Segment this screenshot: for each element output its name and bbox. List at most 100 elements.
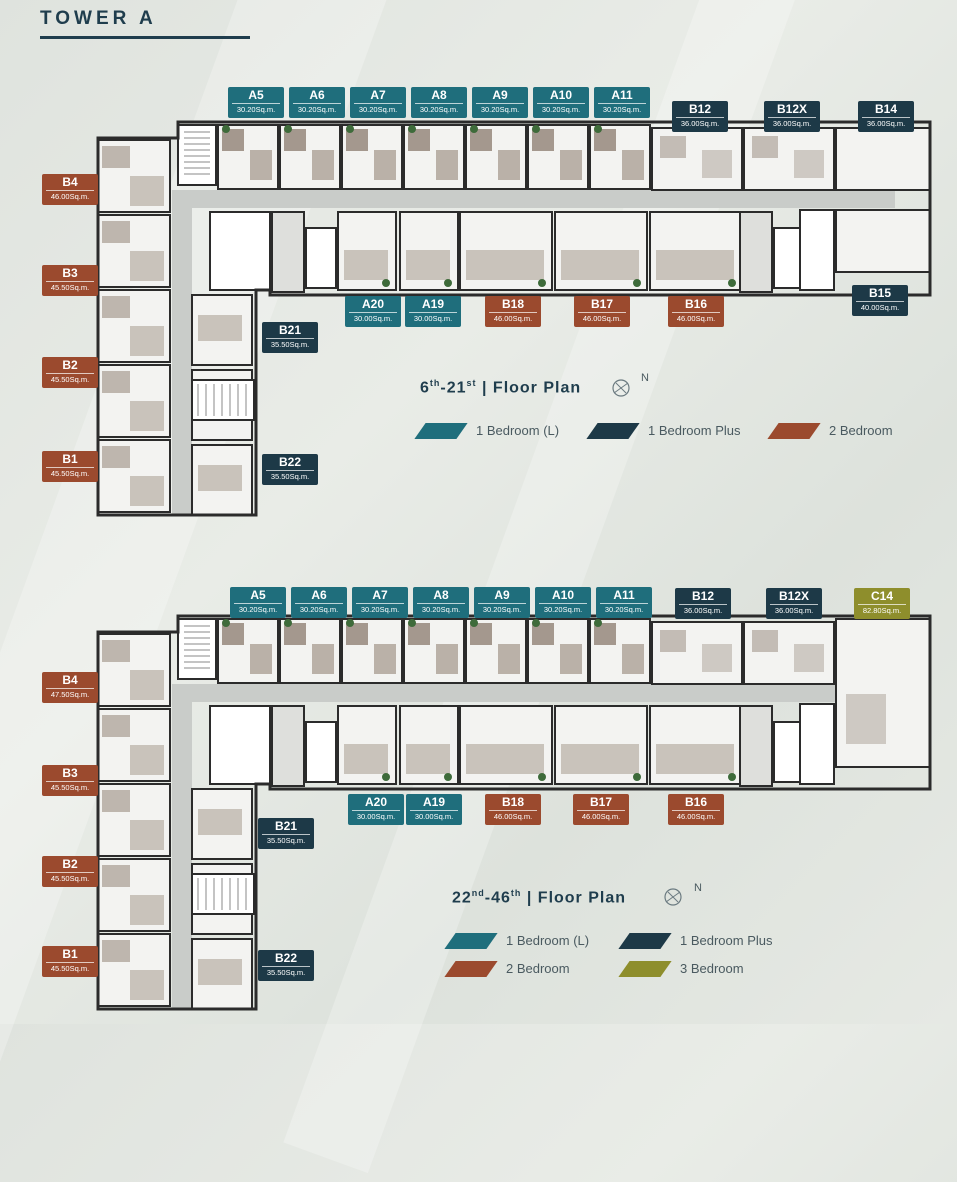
unit-area: 30.20Sq.m. xyxy=(476,103,524,115)
title-floor-start: 6 xyxy=(420,379,430,397)
unit-outline xyxy=(743,621,835,685)
unit-bedroom xyxy=(752,630,778,652)
legend-swatch xyxy=(618,960,672,977)
unit-number: A5 xyxy=(248,88,264,102)
plant-icon xyxy=(346,125,354,133)
unit-area: 30.20Sq.m. xyxy=(600,603,648,615)
unit-number: A8 xyxy=(433,588,449,602)
staircase xyxy=(799,209,835,291)
unit-area: 30.00Sq.m. xyxy=(409,312,457,324)
floor-plan-title: 22nd-46th | Floor Plan xyxy=(452,888,626,907)
unit-living xyxy=(622,150,644,180)
legend-swatch xyxy=(586,422,640,439)
unit-area: 30.20Sq.m. xyxy=(415,103,463,115)
unit-number: B12 xyxy=(688,102,711,116)
unit-area: 46.00Sq.m. xyxy=(489,312,537,324)
legend-item: 1 Bedroom Plus xyxy=(586,422,741,440)
legend-label: 1 Bedroom (L) xyxy=(476,423,560,439)
plant-icon xyxy=(470,619,478,627)
staircase xyxy=(177,618,217,680)
unit-area: 30.00Sq.m. xyxy=(352,810,400,822)
plant-icon xyxy=(633,773,641,781)
unit-outline xyxy=(399,211,459,291)
staircase xyxy=(191,873,255,915)
unit-area: 30.20Sq.m. xyxy=(598,103,646,115)
unit-number: B18 xyxy=(501,795,524,809)
unit-area: 35.50Sq.m. xyxy=(262,834,310,846)
unit-bedroom xyxy=(222,623,244,645)
unit-number: A10 xyxy=(549,88,572,102)
unit-number: A19 xyxy=(421,297,444,311)
unit-bedroom xyxy=(344,744,388,774)
unit-bedroom xyxy=(532,623,554,645)
legend-label: 2 Bedroom xyxy=(506,961,570,977)
unit-number: A8 xyxy=(431,88,447,102)
unit-area: 46.00Sq.m. xyxy=(489,810,537,822)
unit-living xyxy=(130,895,164,925)
unit-living xyxy=(312,150,334,180)
unit-bedroom xyxy=(102,446,130,468)
title-floor-start: 22 xyxy=(452,889,472,907)
plant-icon xyxy=(532,125,540,133)
unit-number: B1 xyxy=(62,452,78,466)
title-floor-plan-text: | Floor Plan xyxy=(521,889,627,907)
unit-living xyxy=(250,644,272,674)
unit-bedroom xyxy=(344,250,388,280)
unit-bedroom xyxy=(470,623,492,645)
legend-swatch xyxy=(767,422,821,439)
unit-number: B22 xyxy=(274,951,297,965)
unit-outline xyxy=(337,705,397,785)
unit-outline xyxy=(191,788,253,860)
legend-item: 2 Bedroom xyxy=(767,422,893,440)
unit-outline xyxy=(649,705,743,785)
unit-bedroom xyxy=(102,221,130,243)
unit-area: 30.20Sq.m. xyxy=(234,603,282,615)
unit-living xyxy=(622,644,644,674)
unit-area: 30.20Sq.m. xyxy=(293,103,341,115)
unit-number: B4 xyxy=(62,175,78,189)
